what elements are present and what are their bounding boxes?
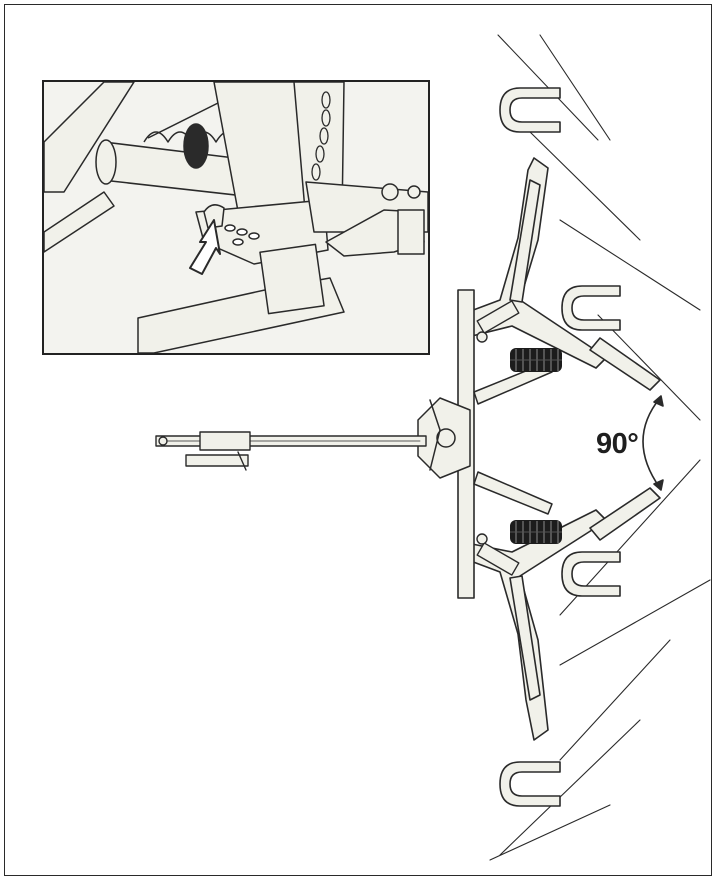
lower-wheel — [509, 519, 563, 545]
jack-stand — [185, 454, 249, 467]
upper-beam — [589, 337, 661, 391]
vertical-post — [213, 82, 307, 223]
hydraulic-cylinders — [476, 300, 520, 576]
tine-holders — [499, 87, 621, 807]
pin-detail-illustration — [44, 82, 428, 353]
tine-rod — [527, 129, 641, 241]
locking-pin — [203, 204, 225, 229]
lower-beam — [589, 487, 661, 541]
drawbar — [155, 431, 427, 471]
chain — [311, 91, 331, 181]
upper-wheel — [509, 347, 563, 373]
tine-holder — [561, 285, 621, 331]
lower-arm — [467, 509, 607, 741]
frame-strut — [44, 191, 115, 253]
tine-rod — [499, 719, 641, 856]
tine-holder — [499, 87, 561, 133]
tine-rod — [597, 314, 701, 421]
detail-inset — [42, 80, 430, 355]
braces — [473, 361, 553, 515]
tine-holder — [499, 761, 561, 807]
tine-rod — [559, 579, 711, 666]
lower-arm-inner — [509, 575, 541, 701]
tine-rod — [559, 219, 701, 311]
tine-holder — [561, 551, 621, 597]
angle-label: 90° — [596, 428, 639, 460]
tine-rod — [489, 804, 611, 861]
hub — [417, 397, 471, 479]
frame-strut — [44, 82, 135, 193]
tine-rod — [539, 34, 611, 141]
arrow-pointer-icon — [189, 219, 221, 275]
upper-arm-inner — [509, 179, 541, 303]
angle-arc — [642, 395, 664, 491]
tine-rod — [559, 639, 671, 761]
adjustment-holes — [224, 224, 260, 246]
